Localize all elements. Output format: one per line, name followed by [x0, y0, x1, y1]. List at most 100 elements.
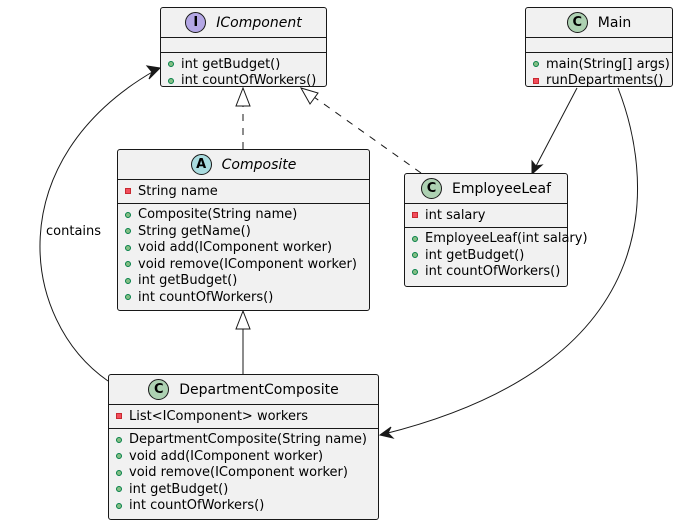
public-visibility-icon [116, 502, 122, 509]
arrowhead-open [531, 159, 544, 176]
public-visibility-icon [116, 436, 122, 443]
method-text: String getName() [138, 223, 251, 239]
method-text: int countOfWorkers() [138, 289, 274, 305]
methods-section: DepartmentComposite(String name) void ad… [109, 429, 378, 518]
class-icomponent[interactable]: I IComponent int getBudget() int countOf… [160, 7, 327, 88]
method-text: main(String[] args) [546, 56, 670, 72]
public-visibility-icon [125, 294, 131, 301]
method-text: void remove(IComponent worker) [138, 256, 357, 272]
method-row: DepartmentComposite(String name) [116, 432, 378, 449]
method-text: Composite(String name) [138, 207, 298, 223]
attributes-section [161, 38, 326, 53]
attribute-row: int salary [412, 207, 567, 224]
attribute-text: String name [138, 183, 218, 199]
method-row: runDepartments() [533, 73, 672, 90]
public-visibility-icon [412, 252, 418, 259]
method-row: int countOfWorkers() [125, 289, 369, 306]
public-visibility-icon [125, 244, 131, 251]
method-row: int getBudget() [116, 481, 378, 498]
public-visibility-icon [116, 486, 122, 493]
methods-section: main(String[] args) runDepartments() [526, 53, 672, 92]
method-text: runDepartments() [546, 73, 664, 89]
method-text: int getBudget() [129, 481, 229, 497]
attributes-section: List<IComponent> workers [109, 405, 378, 429]
class-departmentcomposite[interactable]: C DepartmentComposite List<IComponent> w… [108, 374, 379, 520]
class-header: I IComponent [161, 8, 326, 38]
method-row: Composite(String name) [125, 207, 369, 224]
method-text: EmployeeLeaf(int salary) [425, 231, 588, 247]
method-text: DepartmentComposite(String name) [129, 432, 367, 448]
interface-stereotype-icon: I [185, 12, 207, 33]
class-stereotype-icon: C [420, 178, 442, 199]
class-main[interactable]: C Main main(String[] args) runDepartment… [525, 7, 673, 88]
attribute-row: String name [125, 183, 369, 200]
attribute-row: List<IComponent> workers [116, 408, 378, 425]
public-visibility-icon [116, 453, 122, 460]
public-visibility-icon [125, 277, 131, 284]
private-visibility-icon [533, 77, 539, 84]
method-row: int getBudget() [168, 56, 326, 73]
class-header: C DepartmentComposite [109, 375, 378, 405]
arrowhead-hollow-triangle [235, 86, 251, 107]
public-visibility-icon [412, 235, 418, 242]
public-visibility-icon [533, 61, 539, 68]
method-row: String getName() [125, 223, 369, 240]
method-row: void remove(IComponent worker) [125, 256, 369, 273]
private-visibility-icon [125, 188, 131, 195]
arrowhead-hollow-triangle [235, 309, 251, 330]
public-visibility-icon [125, 228, 131, 235]
method-text: void remove(IComponent worker) [129, 465, 348, 481]
edge-departmentcomposite-contains-icomponent [39, 70, 155, 382]
class-employeeleaf[interactable]: C EmployeeLeaf int salary EmployeeLeaf(i… [404, 173, 588, 287]
attributes-section: int salary [405, 204, 567, 228]
attributes-section: String name [118, 180, 369, 204]
private-visibility-icon [412, 212, 418, 219]
method-text: int getBudget() [181, 56, 281, 72]
methods-section: Composite(String name) String getName() … [118, 204, 369, 309]
class-header: C Main [526, 8, 672, 38]
class-composite[interactable]: A Composite String name Composite(String… [117, 149, 370, 311]
method-row: int countOfWorkers() [412, 264, 567, 281]
method-text: void add(IComponent worker) [129, 448, 324, 464]
method-row: int getBudget() [412, 247, 567, 264]
method-row: EmployeeLeaf(int salary) [412, 231, 588, 248]
method-row: main(String[] args) [533, 56, 672, 73]
method-text: void add(IComponent worker) [138, 240, 333, 256]
class-stereotype-icon: C [148, 379, 170, 400]
method-row: void add(IComponent worker) [116, 448, 378, 465]
public-visibility-icon [116, 469, 122, 476]
public-visibility-icon [125, 261, 131, 268]
private-visibility-icon [116, 413, 122, 420]
public-visibility-icon [412, 268, 418, 275]
public-visibility-icon [125, 211, 131, 218]
class-header: C EmployeeLeaf [405, 174, 567, 204]
methods-section: EmployeeLeaf(int salary) int getBudget()… [405, 228, 588, 284]
arrowhead-hollow-triangle [299, 87, 319, 105]
method-text: int countOfWorkers() [129, 498, 265, 514]
method-text: int countOfWorkers() [425, 264, 561, 280]
public-visibility-icon [168, 61, 174, 68]
method-row: int getBudget() [125, 273, 369, 290]
class-header: A Composite [118, 150, 369, 180]
public-visibility-icon [168, 77, 174, 84]
method-text: int countOfWorkers() [181, 73, 317, 89]
arrowhead-open [378, 426, 395, 439]
methods-section: int getBudget() int countOfWorkers() [161, 53, 326, 92]
method-row: int countOfWorkers() [116, 498, 378, 515]
method-row: void remove(IComponent worker) [116, 465, 378, 482]
class-name: Composite [221, 156, 297, 173]
class-name: DepartmentComposite [179, 381, 339, 398]
attribute-text: List<IComponent> workers [129, 408, 309, 424]
edge-main-to-departmentcomposite [383, 87, 638, 435]
class-name: Main [597, 14, 632, 31]
class-name: IComponent [216, 14, 302, 31]
edge-main-to-employeeleaf [533, 87, 578, 171]
abstract-stereotype-icon: A [190, 154, 212, 175]
class-name: EmployeeLeaf [451, 180, 551, 197]
method-text: int getBudget() [425, 247, 525, 263]
method-text: int getBudget() [138, 273, 238, 289]
method-row: void add(IComponent worker) [125, 240, 369, 257]
arrowhead-open [145, 65, 162, 80]
